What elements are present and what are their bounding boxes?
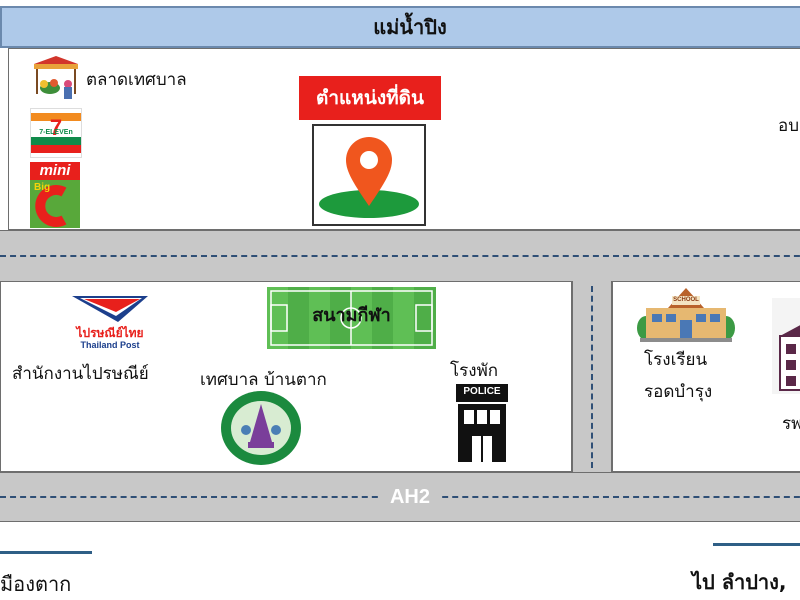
municipality-label: เทศบาล บ้านตาก (200, 370, 327, 390)
police-sign-text: POLICE (463, 386, 501, 397)
police-station-label: โรงพัก (450, 361, 499, 381)
land-position-label: ตำแหน่งที่ดิน (299, 76, 441, 120)
stadium-field (267, 287, 436, 349)
upper-road-centerline (0, 255, 800, 257)
direction-right-line (713, 543, 800, 546)
river-label: แม่น้ำปิง (373, 15, 447, 39)
thailand-post-logo-th: ไปรษณีย์ไทย (76, 326, 144, 340)
highway-label-wrap: AH2 (0, 472, 800, 522)
big-text: Big (34, 182, 51, 193)
svg-text:7: 7 (50, 115, 62, 140)
market-label: ตลาดเทศบาล (86, 70, 187, 90)
post-office-label: สำนักงานไปรษณีย์ (12, 364, 149, 384)
mini-big-c-logo: mini Big (30, 162, 80, 228)
river-banner: แม่น้ำปิง (0, 6, 800, 48)
school-sign-text: SCHOOL (673, 297, 699, 303)
side-street-centerline (591, 286, 593, 468)
hospital-label: รพ (782, 414, 800, 434)
highway-label: AH2 (377, 485, 442, 509)
land-position-marker (312, 124, 426, 226)
hospital-icon (772, 298, 800, 394)
seven-eleven-logo: 7 7-ELEVEn (30, 108, 82, 158)
market-icon (30, 54, 82, 104)
school-label-line1: โรงเรียน (644, 350, 708, 370)
municipality-seal-icon (220, 390, 302, 466)
school-icon: SCHOOL (636, 284, 736, 342)
police-station-icon: POLICE (456, 384, 508, 462)
direction-left-line (0, 551, 92, 554)
school-label-line2: รอดบำรุง (644, 382, 713, 402)
location-pin-icon (312, 124, 313, 125)
mini-text: mini (30, 162, 80, 180)
direction-left-label: มืองตาก (0, 572, 72, 596)
direction-right-label: ไป ลำปาง, (692, 570, 787, 594)
thailand-post-logo: ไปรษณีย์ไทย Thailand Post (62, 292, 158, 356)
thailand-post-logo-en: Thailand Post (80, 340, 140, 350)
stadium-label: สนามกีฬา (312, 305, 391, 326)
top-right-label: อบ (778, 116, 800, 136)
seven-eleven-text: 7-ELEVEn (39, 129, 73, 136)
